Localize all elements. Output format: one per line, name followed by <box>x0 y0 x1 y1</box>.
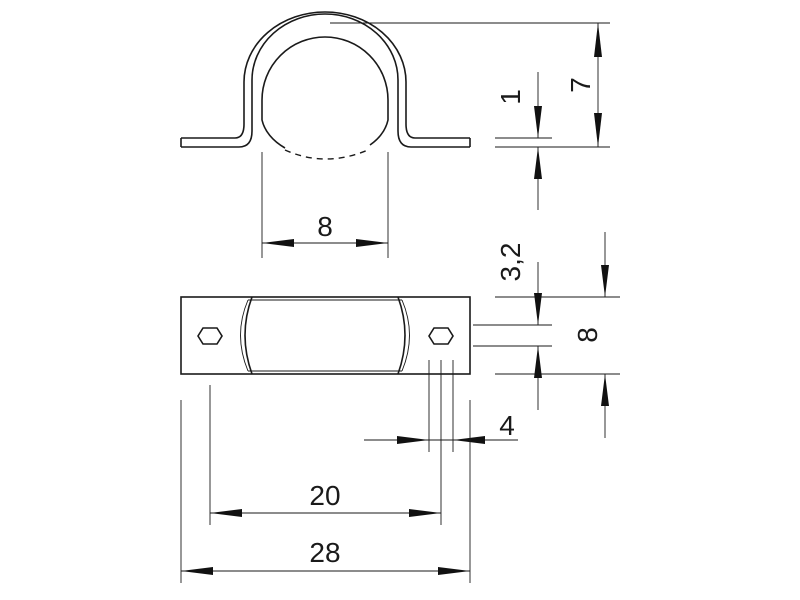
arrow-pipe-diameter-left <box>262 239 294 247</box>
saddle-right-edge <box>397 296 406 375</box>
arrow-hole-width-top <box>534 293 542 325</box>
top-view: 8 3,2 4 20 28 <box>180 232 620 583</box>
label-hole-length: 4 <box>499 410 515 441</box>
arrow-hole-spacing-left <box>210 509 242 517</box>
saddle-left-edge <box>244 296 253 375</box>
arrow-strip-width-bottom <box>601 374 609 406</box>
label-pipe-diameter: 8 <box>317 211 333 242</box>
arrow-thickness-bottom <box>534 147 542 179</box>
arrow-hole-length-right <box>453 436 485 444</box>
clamp-inner-contour <box>181 11 470 139</box>
label-total-length: 28 <box>309 537 340 568</box>
arrow-total-length-right <box>438 567 470 575</box>
clamp-outer-contour <box>181 13 470 148</box>
arrow-height-bottom <box>594 113 602 147</box>
pipe-circle-bottom-hidden <box>284 149 369 160</box>
arrow-height-top <box>594 23 602 57</box>
pipe-circle-visible <box>261 36 389 146</box>
arrow-total-length-left <box>181 567 213 575</box>
saddle-right-inner <box>401 299 410 372</box>
saddle-left-inner <box>240 299 249 372</box>
label-thickness: 1 <box>495 89 526 105</box>
mounting-hole-right <box>428 327 454 345</box>
label-height: 7 <box>565 77 596 93</box>
side-view: 8 7 1 <box>180 11 610 258</box>
arrow-thickness-top <box>534 106 542 138</box>
label-hole-spacing: 20 <box>309 480 340 511</box>
arrow-hole-width-bottom <box>534 346 542 378</box>
mounting-hole-left <box>197 327 223 345</box>
pipe-circle-left <box>261 100 286 149</box>
arrow-pipe-diameter-right <box>356 239 388 247</box>
strip-outline <box>180 296 471 375</box>
arrow-strip-width-top <box>601 265 609 297</box>
label-strip-width: 8 <box>572 327 603 343</box>
arrow-hole-spacing-right <box>409 509 441 517</box>
label-hole-width: 3,2 <box>495 243 526 282</box>
arrow-hole-length-left <box>397 436 429 444</box>
